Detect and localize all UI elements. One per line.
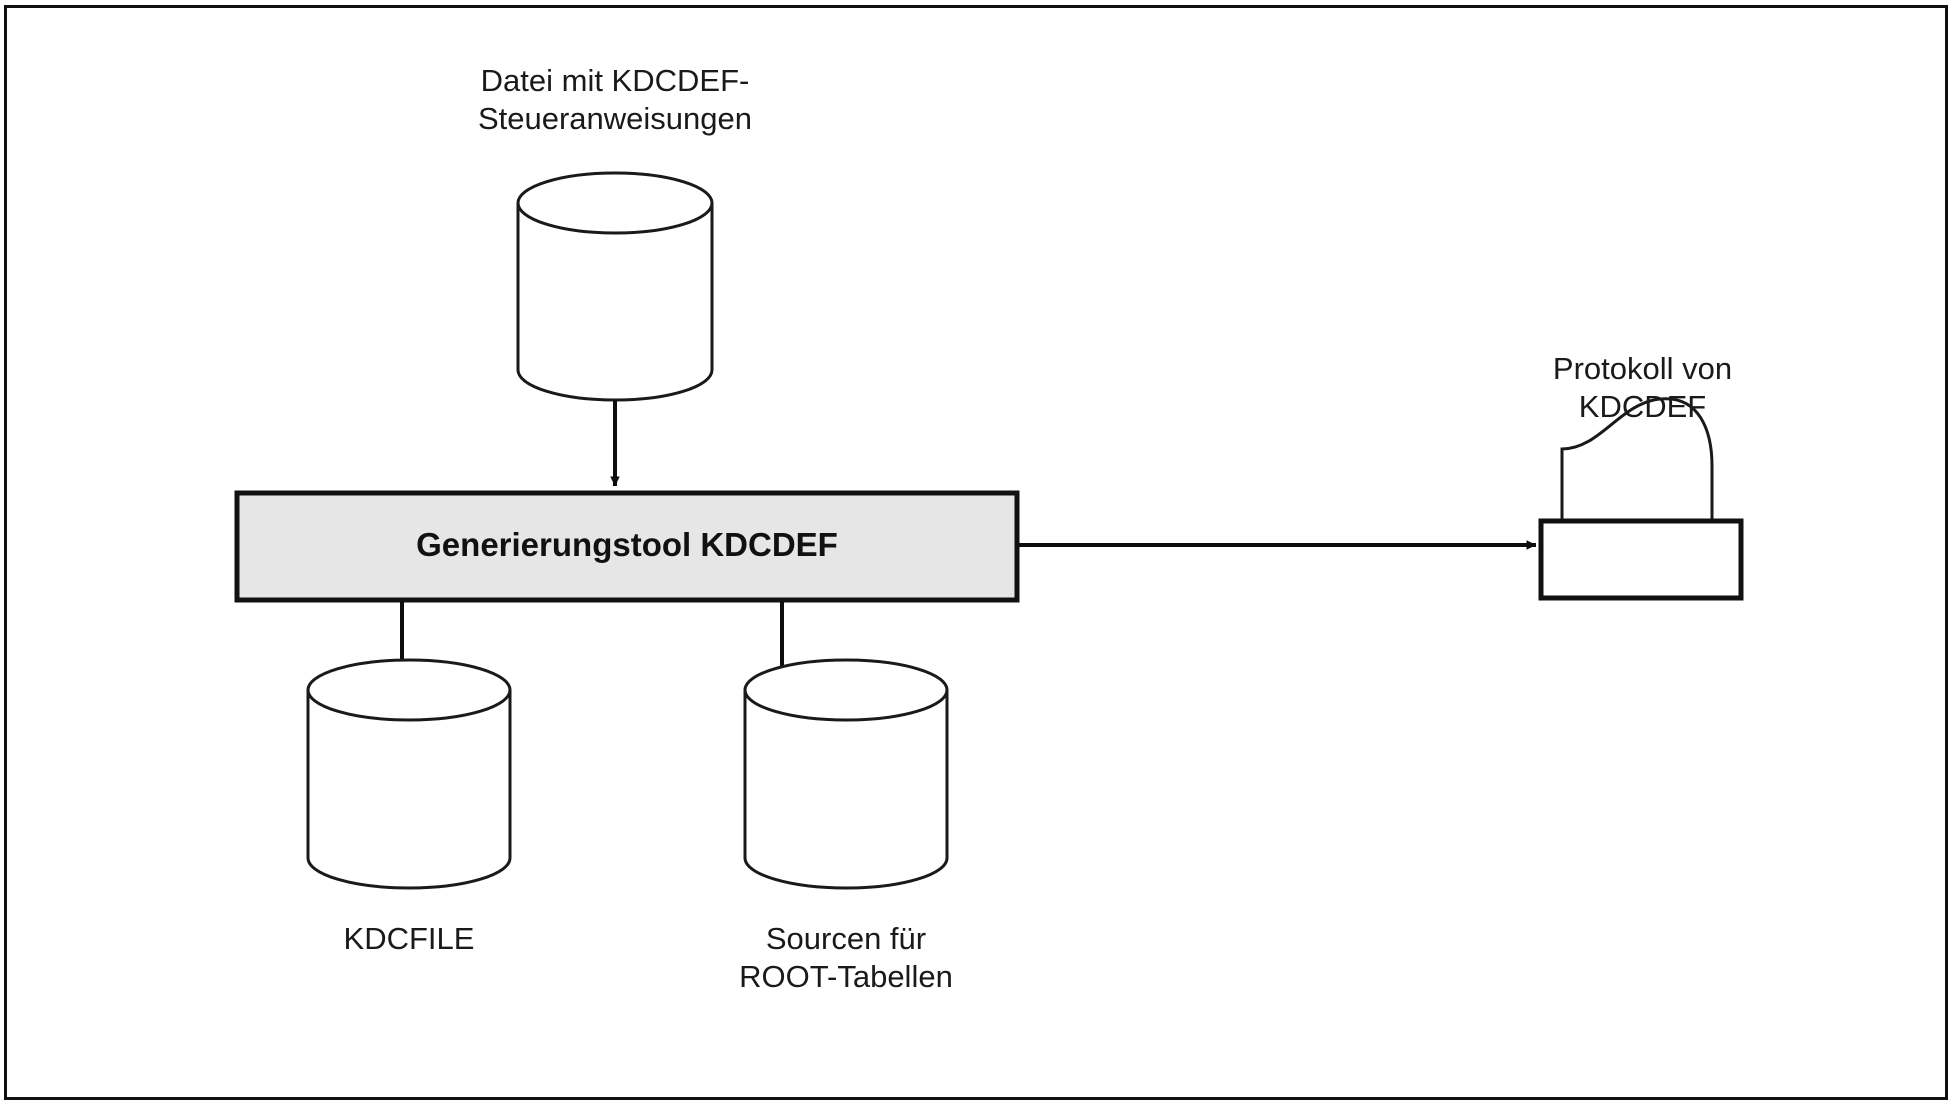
node-kdcfile-shape [306,658,512,890]
node-kdcfile-label: KDCFILE [343,921,475,956]
node-input-file-shape [516,171,714,402]
node-root-sources-label: Sourcen für ROOT-Tabellen [739,921,953,994]
node-process-shape [234,490,1020,603]
node-process-label: Generierungstool KDCDEF [416,526,838,563]
node-log-output-label: Protokoll von KDCDEF [1552,351,1733,424]
node-log-output-shape [1538,397,1744,601]
node-input-file-label: Datei mit KDCDEF- Steueranweisungen [477,63,753,136]
node-root-sources-shape [743,658,949,890]
